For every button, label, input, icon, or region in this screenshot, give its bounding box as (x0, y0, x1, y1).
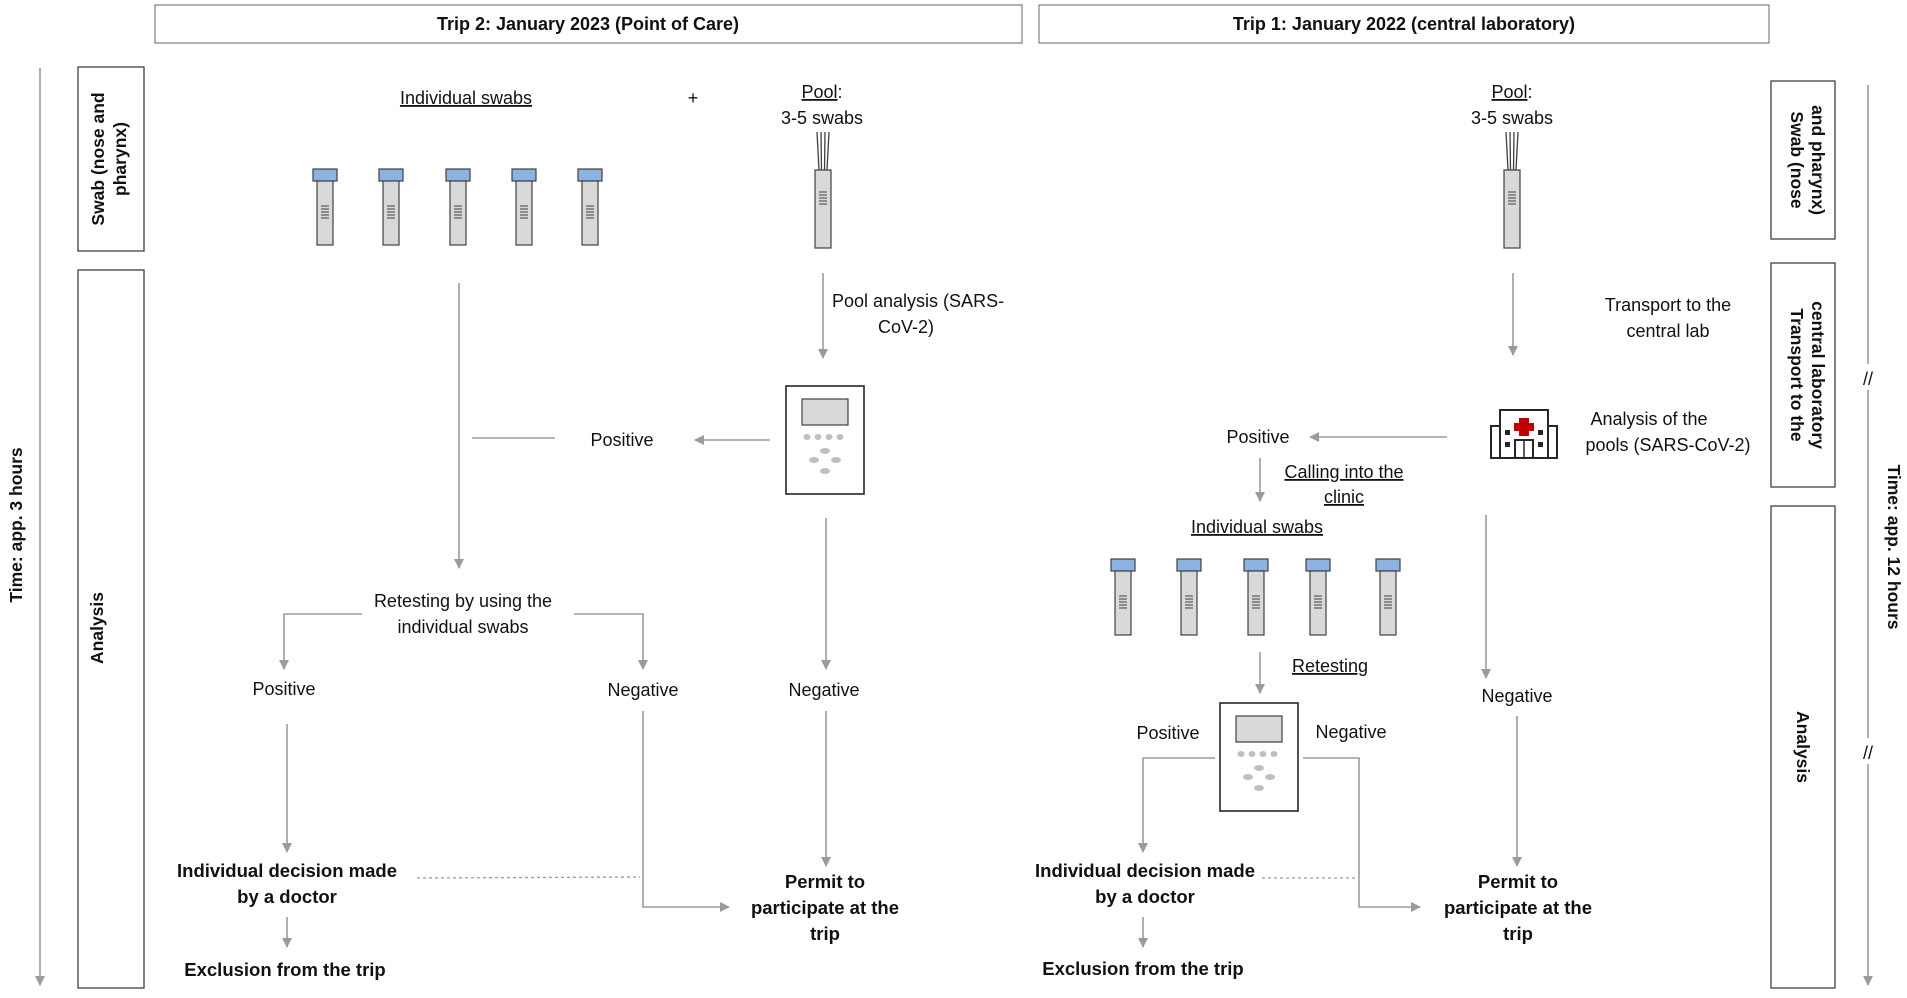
trip1-pool-label: Pool: (1491, 82, 1532, 102)
time-break-mark: // (1863, 369, 1873, 389)
trip2-permit-line3: trip (810, 923, 840, 944)
trip2-pool-title: Pool (801, 82, 837, 102)
trip2-header-text: Trip 2: January 2023 (Point of Care) (437, 14, 739, 34)
trip1-positive: Positive (1136, 723, 1199, 743)
time-break-mark: // (1863, 743, 1873, 763)
test-tube-icon (577, 168, 603, 246)
trip1-negative-retest: Negative (1315, 722, 1386, 742)
trip1-decision-line1: Individual decision made (1035, 860, 1255, 881)
trip2-side-swab-line2: pharynx) (110, 122, 130, 196)
dashed-link-decision (416, 876, 641, 879)
test-tube-icon (445, 168, 471, 246)
trip1-side-analysis-text: Analysis (1793, 711, 1813, 783)
trip2-positive-pool: Positive (590, 430, 653, 450)
trip1-retesting: Retesting (1292, 656, 1368, 676)
trip2-retest-line2: individual swabs (397, 617, 528, 637)
trip1-side-transport-line1: Transport to the (1787, 308, 1807, 441)
trip2-pool-colon: : (838, 82, 843, 102)
trip1-side-analysis-box: Analysis (1770, 505, 1836, 989)
trip1-permit-line1: Permit to (1478, 871, 1558, 892)
test-tube-icon (511, 168, 537, 246)
trip2-negative-retest: Negative (607, 680, 678, 700)
trip2-exclusion: Exclusion from the trip (184, 959, 385, 980)
trip1-positive-pool: Positive (1226, 427, 1289, 447)
trip2-pool-label: Pool: (801, 82, 842, 102)
arrow-device-to-permit (1303, 757, 1421, 912)
trip1-header-text: Trip 1: January 2022 (central laboratory… (1233, 14, 1575, 34)
trip1-side-transport-line2: central laboratory (1808, 301, 1828, 449)
trip2-negative-pool: Negative (788, 680, 859, 700)
trip1-time-label: Time: app. 12 hours (1884, 465, 1904, 630)
trip2-side-swab-line1: Swab (nose and (88, 92, 108, 225)
trip2-timeline: Time: app. 3 hours (6, 68, 45, 986)
trip1-transport-line1: Transport to the (1605, 295, 1731, 315)
trip1-calling-line1: Calling into the (1284, 462, 1403, 482)
trip1-individual-swabs-label: Individual swabs (1191, 517, 1323, 537)
trip1-negative-pool: Negative (1481, 686, 1552, 706)
trip2-side-analysis-box: Analysis (77, 269, 145, 989)
trip2-side-swab-box: Swab (nose and pharynx) (77, 66, 145, 252)
trip2-decision-line1: Individual decision made (177, 860, 397, 881)
trip1-exclusion: Exclusion from the trip (1042, 958, 1243, 979)
trip2-decision-line2: by a doctor (237, 886, 337, 907)
trip2-individual-tubes (312, 168, 603, 246)
test-tube-icon (1375, 558, 1401, 636)
trip2-pool-analysis-line1: Pool analysis (SARS- (832, 291, 1004, 311)
test-tube-icon (1176, 558, 1202, 636)
trip2-plus-sign: + (688, 88, 699, 108)
trip2-side-analysis-text: Analysis (87, 592, 107, 664)
trip1-side-swab-line1: Swab (nose (1787, 111, 1807, 209)
trip1-side-swab-box: Swab (nose and pharynx) (1770, 80, 1836, 240)
trip1-calling-line2: clinic (1324, 487, 1364, 507)
pooled-tube-icon (814, 131, 832, 249)
test-tube-icon (1305, 558, 1331, 636)
trip2-pool-swabs: 3-5 swabs (781, 108, 863, 128)
arrow-retest-to-positive (279, 613, 362, 670)
trip2-positive: Positive (252, 679, 315, 699)
trip2-header: Trip 2: January 2023 (Point of Care) (154, 4, 1023, 44)
trip2-pool-analysis-line2: CoV-2) (878, 317, 934, 337)
pcr-device-icon (785, 385, 865, 495)
test-tube-icon (312, 168, 338, 246)
pooled-tube-icon (1503, 131, 1521, 249)
trip1-timeline: // // Time: app. 12 hours (1856, 85, 1904, 986)
trip2-time-label: Time: app. 3 hours (6, 447, 26, 603)
trip1-side-transport-box: Transport to the central laboratory (1770, 262, 1836, 488)
arrow-retest-to-negative (574, 613, 648, 670)
trip1-analysis-line2: pools (SARS-CoV-2) (1585, 435, 1750, 455)
trip2-permit-line2: participate at the (751, 897, 899, 918)
trip1-transport-line2: central lab (1626, 321, 1709, 341)
test-tube-icon (1110, 558, 1136, 636)
trip1-pool-title: Pool (1491, 82, 1527, 102)
test-tube-icon (378, 168, 404, 246)
trip1-permit-line2: participate at the (1444, 897, 1592, 918)
pcr-device-icon (1219, 702, 1299, 812)
arrow-retest-negative-to-permit (642, 711, 730, 912)
trip2-retest-line1: Retesting by using the (374, 591, 552, 611)
trip1-permit-line3: trip (1503, 923, 1533, 944)
trip1-pool-colon: : (1528, 82, 1533, 102)
trip2-permit-line1: Permit to (785, 871, 865, 892)
trip1-pool-swabs: 3-5 swabs (1471, 108, 1553, 128)
hospital-icon (1490, 409, 1558, 459)
arrow-device-to-decision (1138, 757, 1215, 853)
test-tube-icon (1243, 558, 1269, 636)
trip1-decision-line2: by a doctor (1095, 886, 1195, 907)
trip1-header: Trip 1: January 2022 (central laboratory… (1038, 4, 1770, 44)
trip1-individual-tubes (1110, 558, 1401, 636)
trip2-individual-swabs-label: Individual swabs (400, 88, 532, 108)
trip1-analysis-line1: Analysis of the (1590, 409, 1707, 429)
trip1-side-swab-line2: and pharynx) (1808, 105, 1828, 215)
